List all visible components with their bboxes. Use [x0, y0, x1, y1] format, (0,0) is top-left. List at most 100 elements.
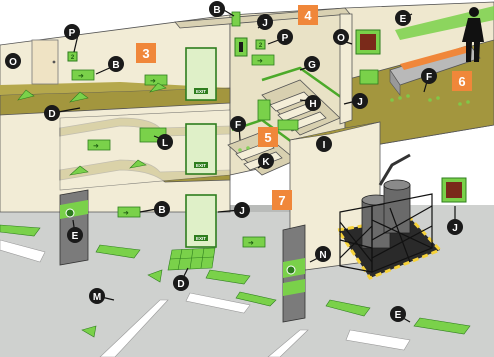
svg-text:E: E	[400, 14, 407, 25]
svg-text:G: G	[308, 60, 316, 71]
marker-e-column: E	[67, 227, 83, 243]
person-silhouette	[462, 7, 484, 62]
floor-guidance-arrows	[0, 82, 471, 338]
svg-text:➜: ➜	[93, 143, 99, 150]
stair-handrail-upper	[261, 66, 346, 102]
svg-text:➜: ➜	[257, 58, 263, 65]
enclosure-fence	[339, 193, 433, 273]
svg-text:B: B	[158, 205, 165, 216]
marker-k: K	[258, 153, 274, 169]
marker-j-top: J	[257, 14, 273, 30]
svg-text:➜: ➜	[150, 78, 156, 85]
marker-f-mid: F	[230, 116, 246, 132]
zone-box-6	[452, 71, 472, 91]
marker-i: I	[316, 136, 332, 152]
zone-box-3	[136, 43, 156, 63]
svg-text:➜: ➜	[248, 240, 254, 247]
marker-o-left: O	[5, 53, 21, 69]
column-sign-right	[286, 265, 296, 275]
marker-l: L	[157, 134, 173, 150]
svg-text:➜: ➜	[78, 73, 84, 80]
floor-green-dots	[238, 94, 470, 152]
zone-label-3: 3	[142, 46, 149, 61]
door-upper-left	[31, 39, 59, 85]
threshold-grid-lines	[169, 247, 215, 271]
svg-text:O: O	[337, 33, 345, 44]
alarm-panel-right	[441, 177, 467, 203]
parking-lines	[0, 239, 411, 357]
marker-n: N	[315, 246, 331, 262]
svg-text:E: E	[72, 231, 79, 242]
wall-exit-signs	[71, 11, 379, 248]
svg-text:J: J	[357, 97, 363, 108]
zone-box-5	[258, 127, 278, 147]
upper-right-wall-stripe	[395, 6, 494, 40]
marker-group: B J E O P B P O G F D H J L F I K B J E …	[5, 1, 463, 322]
svg-text:P: P	[282, 33, 289, 44]
column-right	[282, 224, 306, 323]
exit-door-upper	[185, 47, 217, 101]
alarm-panel-top	[355, 29, 381, 55]
marker-p-mid: P	[277, 29, 293, 45]
svg-text:I: I	[323, 140, 326, 151]
marker-f-right: F	[421, 68, 437, 84]
svg-text:B: B	[112, 60, 119, 71]
svg-text:➜: ➜	[123, 210, 129, 217]
fire-extinguisher-cabinet	[234, 37, 248, 57]
escalator-side	[389, 69, 401, 96]
marker-e-top: E	[395, 10, 411, 26]
svg-text:E: E	[395, 310, 402, 321]
marker-b-lower: B	[154, 201, 170, 217]
generator-tanks	[361, 153, 411, 249]
exit-door-middle	[185, 123, 217, 175]
svg-text:J: J	[452, 223, 458, 234]
zone-label-5: 5	[264, 130, 271, 145]
exit-sign-text-upper: EXIT	[196, 89, 206, 94]
svg-text:K: K	[262, 157, 270, 168]
marker-j-stair: J	[352, 93, 368, 109]
svg-text:L: L	[162, 138, 168, 149]
svg-text:N: N	[319, 250, 326, 261]
marker-j-right: J	[447, 219, 463, 235]
zone-box-7	[272, 190, 292, 210]
svg-text:O: O	[9, 57, 17, 68]
floor-number-mid: 2	[259, 43, 263, 49]
svg-text:B: B	[213, 5, 220, 16]
landing-top	[289, 121, 381, 141]
marker-e-bottom: E	[390, 306, 406, 322]
marker-p-left: P	[64, 24, 80, 40]
zone-box-4	[298, 5, 318, 25]
marker-b-upper: B	[108, 56, 124, 72]
svg-text:F: F	[235, 120, 241, 131]
marker-g: G	[304, 56, 320, 72]
floor-number-signs	[67, 39, 266, 62]
floor-number-left: 2	[71, 55, 75, 61]
escalator-belt	[400, 46, 470, 70]
svg-text:F: F	[426, 72, 432, 83]
marker-d-upper: D	[44, 105, 60, 121]
svg-text:D: D	[48, 109, 55, 120]
upper-floor-top	[0, 82, 230, 95]
svg-text:P: P	[69, 28, 76, 39]
zone-label-4: 4	[304, 8, 312, 23]
marker-b-top: B	[209, 1, 225, 17]
exit-door-lower	[185, 194, 217, 248]
svg-text:D: D	[177, 279, 184, 290]
zone-label-6: 6	[458, 74, 465, 89]
marker-o-mid: O	[333, 29, 349, 45]
exit-sign-text-lower: EXIT	[196, 236, 206, 241]
column-sign-left	[65, 208, 75, 218]
marker-j-door: J	[234, 202, 250, 218]
svg-text:J: J	[239, 206, 245, 217]
marker-m: M	[89, 288, 105, 304]
running-man-glyphs: ➜ ➜ ➜ ➜ ➜ ➜	[78, 58, 263, 247]
marker-d-lower: D	[173, 275, 189, 291]
zone-label-7: 7	[278, 193, 285, 208]
exit-sign-text-middle: EXIT	[196, 163, 206, 168]
svg-text:J: J	[262, 18, 268, 29]
svg-text:H: H	[309, 99, 316, 110]
zone-boxes	[136, 5, 472, 210]
svg-text:M: M	[93, 292, 101, 303]
